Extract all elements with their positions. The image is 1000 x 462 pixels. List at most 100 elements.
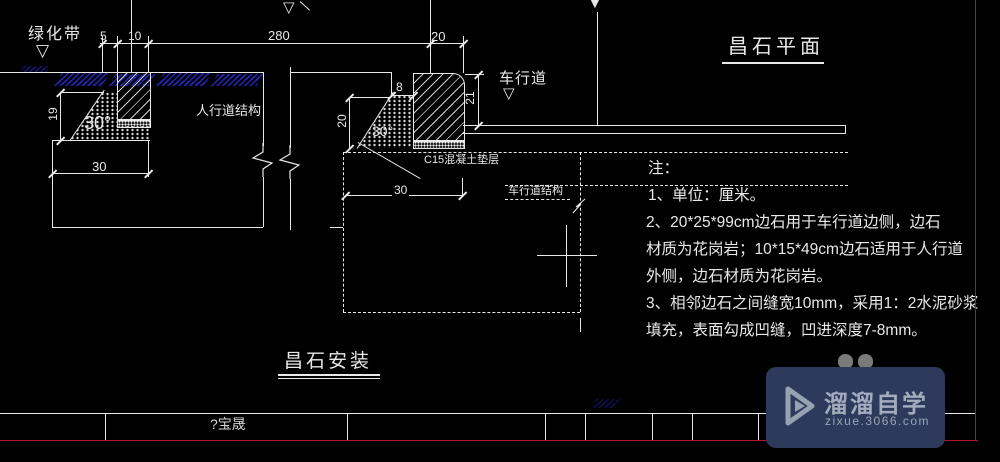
title-block-divider [585, 413, 586, 440]
watermark-badge: 溜溜自学 zixue.3066.com [766, 367, 945, 448]
level-mark-icon: ▽ [503, 85, 515, 102]
title-block-divider [652, 413, 653, 440]
install-title: 昌石安装 [284, 351, 373, 372]
dim-label-30: 30 [92, 159, 107, 174]
break-line [263, 72, 264, 146]
title-underline [278, 378, 380, 379]
note-line: 注： [648, 160, 680, 177]
level-leader-line [597, 12, 598, 125]
dashed-line [505, 199, 570, 200]
dim-label-10: 10 [128, 29, 142, 43]
title-block-divider [692, 413, 693, 440]
title-underline [722, 62, 824, 64]
dim-line [60, 92, 61, 140]
play-logo-icon [785, 386, 815, 426]
break-symbol-icon [278, 145, 301, 179]
title-block-line [0, 413, 975, 414]
dim-line [52, 173, 148, 174]
note-line: 2、20*25*99cm边石用于车行道边侧，边石 [646, 214, 941, 231]
lane-label: 车行道 [499, 70, 548, 87]
extension-line [462, 178, 463, 196]
quote-glyph [858, 354, 873, 368]
center-mark [537, 255, 597, 256]
blue-smudge [591, 399, 621, 408]
note-line: 1、单位：厘米。 [648, 187, 766, 204]
extension-line [349, 97, 391, 98]
dim-line [349, 97, 350, 148]
green-belt-label: 绿化带 [28, 26, 83, 43]
dim-label-20: 20 [431, 29, 446, 44]
level-mark-icon: ▽ [36, 41, 50, 60]
angle-label: 30° [84, 113, 112, 133]
break-symbol-icon [572, 198, 586, 214]
dim-label-8: 8 [396, 80, 403, 94]
dim-line [478, 74, 479, 125]
extension-line [117, 36, 118, 72]
curb-stone-hatch [413, 73, 465, 142]
note-line: 外侧，边石材质为花岗岩。 [646, 268, 833, 285]
road-surface-line [463, 125, 845, 126]
ground-line [0, 72, 117, 73]
angle-label: 30° [372, 123, 394, 139]
dim-label-20-back: 20 [335, 114, 349, 128]
break-line [290, 67, 291, 148]
extension-line [148, 141, 149, 177]
dashed-outline [343, 312, 580, 313]
dashed-outline [343, 152, 848, 153]
base-line [52, 140, 150, 141]
dim-label-19: 19 [46, 107, 60, 121]
center-mark [566, 225, 567, 287]
mortar-bed [413, 140, 465, 149]
dim-label-5: 5 [100, 29, 107, 43]
road-structure-line [463, 133, 845, 134]
extension-line [463, 36, 464, 73]
title-block-divider [545, 413, 546, 440]
dashed-outline [580, 152, 581, 312]
plan-title: 昌石平面 [728, 36, 824, 58]
extension-line [60, 92, 104, 93]
blue-smudge [54, 73, 110, 86]
extension-line [465, 74, 484, 75]
foundation-line [330, 227, 343, 228]
title-underline [278, 374, 380, 376]
curb-stone-hatch [117, 72, 151, 121]
step-line [391, 72, 392, 95]
road-edge-line [845, 125, 846, 134]
dashed-line [505, 185, 848, 186]
centerline [131, 0, 132, 72]
quote-glyph [838, 354, 853, 368]
extension-line [580, 318, 581, 332]
break-line [263, 177, 264, 227]
sidewalk-structure-label: 人行道结构 [196, 103, 262, 118]
dim-label-280: 280 [268, 28, 290, 43]
title-block-divider [105, 413, 106, 440]
stray-mark [299, 1, 310, 11]
dashed-outline [343, 152, 344, 312]
drawing-frame-red-line [975, 0, 976, 441]
foundation-line [52, 140, 53, 227]
level-mark-filled-icon: ▼ [587, 0, 603, 12]
level-mark-icon: ▽ [283, 0, 295, 16]
blue-smudge [156, 73, 212, 86]
break-line [290, 179, 291, 230]
centerline [430, 0, 431, 73]
note-line: 材质为花岗岩；10*15*49cm边石适用于人行道 [646, 241, 963, 258]
dim-label-21: 21 [463, 91, 477, 105]
lane-structure-label: 车行道结构 [508, 185, 563, 197]
dim-label-30-right: 30 [392, 183, 410, 197]
cushion-label: C15混凝土垫层 [424, 154, 500, 166]
foundation-line [52, 227, 263, 228]
watermark-site: zixue.3066.com [825, 414, 931, 428]
note-line: 3、相邻边石之间缝宽10mm，采用1：2水泥砂浆 [646, 295, 979, 312]
title-block-divider [758, 413, 759, 440]
extension-line [102, 36, 103, 72]
drawing-frame-red-line [0, 440, 978, 441]
blue-smudge [210, 74, 264, 86]
dim-line [100, 43, 463, 44]
watermark-brand: 溜溜自学 [824, 391, 928, 418]
company-label: ?宝晟 [210, 416, 246, 432]
break-symbol-icon [251, 143, 274, 177]
sidewalk-surface-line [290, 72, 391, 73]
sidewalk-surface-line [149, 72, 263, 73]
title-block-divider [347, 413, 348, 440]
